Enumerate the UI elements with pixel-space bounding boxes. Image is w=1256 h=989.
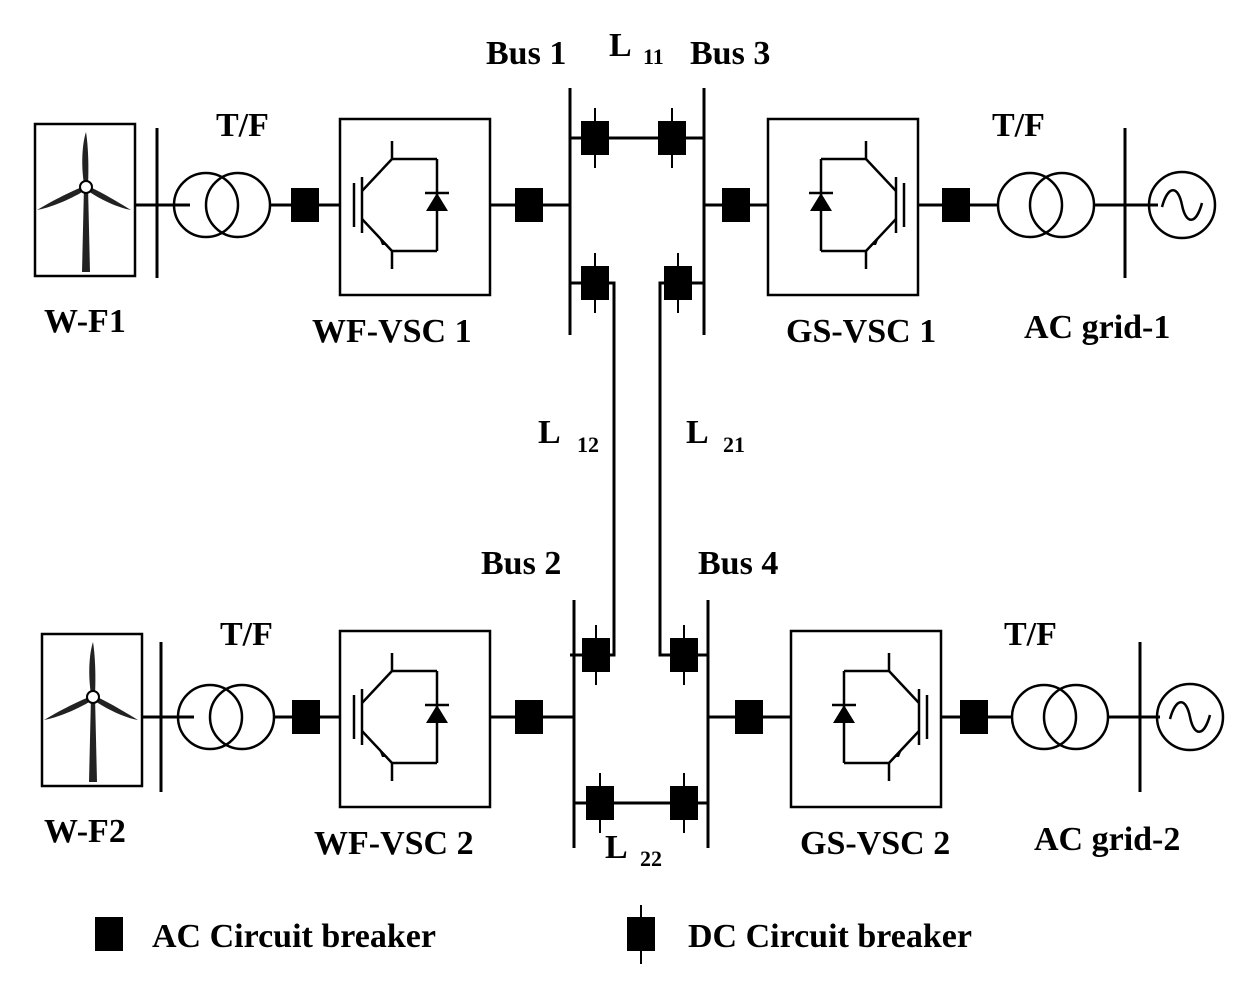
dc-breaker-icon (580, 252, 610, 314)
ac-breaker-icon (291, 188, 319, 222)
transformer-icon (1010, 683, 1110, 751)
bus4-label: Bus 4 (698, 545, 778, 582)
wf1-label: W-F1 (44, 303, 126, 340)
dc-breaker-icon (663, 252, 693, 314)
tf2-label: T/F (220, 616, 273, 653)
ac-source-icon (1155, 682, 1225, 752)
wind-turbine-icon (40, 632, 144, 788)
ac-breaker-icon (515, 700, 543, 734)
wf-vsc1-converter (338, 117, 492, 297)
wf-vsc2-label: WF-VSC 2 (314, 825, 474, 862)
l11-label: L (609, 27, 632, 64)
dc-breaker-icon (581, 624, 611, 686)
ac-breaker-icon (942, 188, 970, 222)
gs-vsc1-label: GS-VSC 1 (786, 313, 936, 350)
transformer-icon (996, 171, 1096, 239)
gs-vsc2-converter (789, 629, 943, 809)
wf2-label: W-F2 (44, 813, 126, 850)
dc-breaker-icon (580, 107, 610, 169)
dc-breaker-icon (657, 107, 687, 169)
ac-breaker-icon (292, 700, 320, 734)
ac-breaker-icon (722, 188, 750, 222)
line-l21 (658, 281, 708, 657)
ac-breaker-icon (735, 700, 763, 734)
l21-subscript: 21 (723, 432, 745, 457)
legend-ac-label: AC Circuit breaker (152, 918, 436, 955)
ac-breaker-legend-icon (95, 917, 123, 951)
ac-grid1-label: AC grid-1 (1024, 309, 1170, 346)
l22-label: L (605, 829, 628, 866)
wind-turbine-icon (33, 122, 137, 278)
dc-breaker-icon (669, 624, 699, 686)
dc-breaker-icon (585, 772, 615, 834)
ac-breaker-icon (515, 188, 543, 222)
wf-vsc2-converter (338, 629, 492, 809)
l12-subscript: 12 (577, 432, 599, 457)
legend-dc-label: DC Circuit breaker (688, 918, 972, 955)
legend: AC Circuit breaker DC Circuit breaker (95, 905, 972, 964)
line-l12 (570, 281, 616, 657)
l21-label: L (686, 414, 709, 451)
ac-source-icon (1147, 170, 1217, 240)
tf3-label: T/F (992, 107, 1045, 144)
gs-vsc2-label: GS-VSC 2 (800, 825, 950, 862)
wf-vsc1-label: WF-VSC 1 (312, 313, 472, 350)
bus2-label: Bus 2 (481, 545, 561, 582)
l22-subscript: 22 (640, 846, 662, 871)
tf1-label: T/F (216, 107, 269, 144)
ac-grid2-label: AC grid-2 (1034, 821, 1180, 858)
gs-vsc1-converter (766, 117, 920, 297)
ac-breaker-icon (960, 700, 988, 734)
tf4-label: T/F (1004, 616, 1057, 653)
dc-breaker-legend-icon (627, 905, 655, 964)
dc-breaker-icon (669, 772, 699, 834)
l12-label: L (538, 414, 561, 451)
bus1-label: Bus 1 (486, 35, 566, 72)
bus3-label: Bus 3 (690, 35, 770, 72)
l11-subscript: 11 (643, 44, 664, 69)
